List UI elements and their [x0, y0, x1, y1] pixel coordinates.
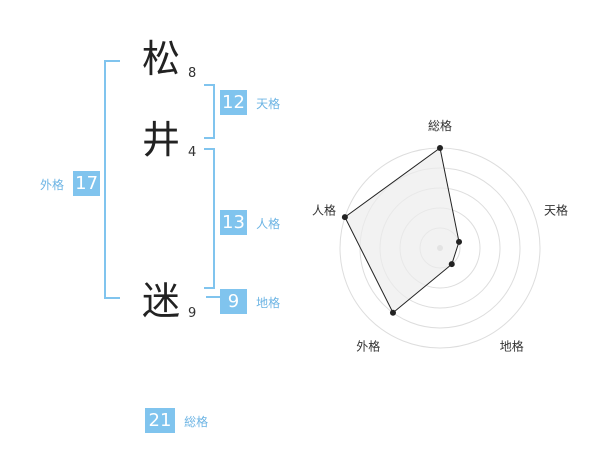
ten-bracket	[204, 84, 215, 139]
sou-value-badge: 21	[145, 408, 175, 433]
gai-value-badge: 17	[73, 171, 101, 196]
jin-value-badge: 13	[220, 210, 247, 235]
name-char-2: 井	[142, 118, 181, 162]
radar-axis-label-2: 天格	[544, 202, 568, 217]
chi-value-badge: 9	[220, 289, 247, 314]
jin-bracket	[204, 148, 215, 289]
outer-bracket	[104, 60, 120, 299]
stroke-count-1: 8	[188, 66, 197, 81]
sou-label: 総格	[184, 415, 209, 429]
ten-group: 12 天格	[220, 90, 280, 117]
radar-point-5	[341, 214, 348, 221]
jin-group: 13 人格	[220, 210, 280, 237]
gai-group: 外格 17	[40, 171, 101, 198]
radar-point-4	[389, 309, 396, 316]
radar-axis-label-1: 総格	[428, 118, 452, 133]
ten-value-badge: 12	[220, 90, 247, 115]
radar-points	[341, 145, 463, 316]
radar-point-3	[448, 261, 455, 268]
radar-axis-label-4: 外格	[356, 339, 380, 354]
chi-label: 地格	[256, 296, 281, 310]
stroke-count-2: 4	[188, 145, 197, 160]
chi-group: 9 地格	[220, 289, 280, 316]
chi-connector	[206, 296, 220, 298]
radar-point-1	[437, 145, 443, 151]
gai-label: 外格	[40, 178, 65, 192]
radar-point-2	[456, 238, 463, 245]
name-char-1: 松	[142, 37, 181, 81]
ten-label: 天格	[256, 97, 281, 111]
stroke-count-3: 9	[188, 306, 197, 321]
sou-group: 21 総格	[145, 408, 208, 435]
jin-label: 人格	[256, 217, 281, 231]
radar-axis-label-5: 人格	[312, 202, 336, 217]
name-char-3: 迷	[142, 279, 181, 323]
radar-area	[344, 147, 460, 314]
radar-axis-label-3: 地格	[500, 339, 524, 354]
